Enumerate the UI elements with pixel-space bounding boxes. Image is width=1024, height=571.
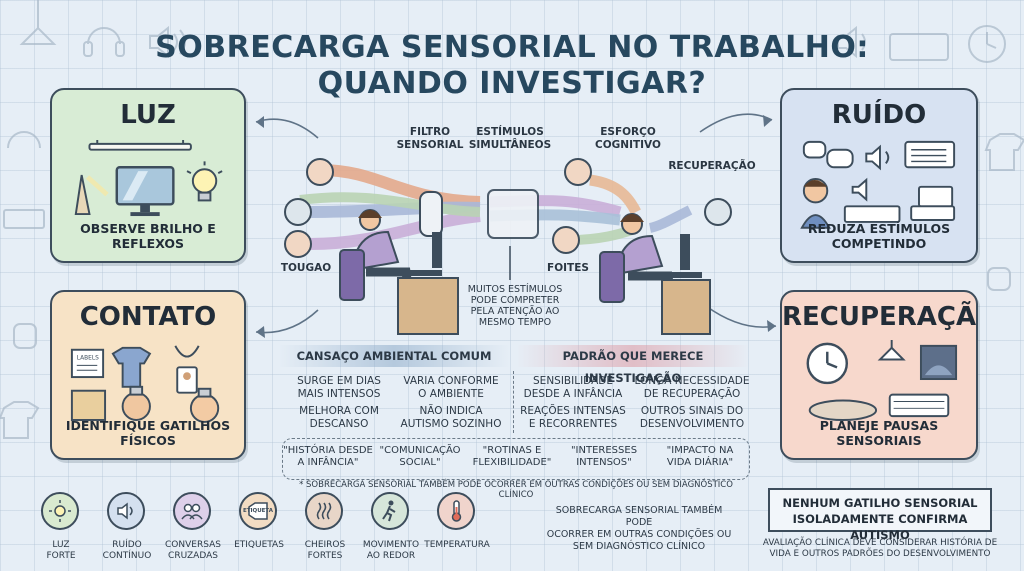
noise-scene-icon bbox=[800, 140, 956, 229]
card-ruido: RUÍDO REDUZA ESTÍMULOS COMPETINDO bbox=[780, 88, 978, 263]
comparison-table: CANSAÇO AMBIENTAL COMUM PADRÃO QUE MEREC… bbox=[278, 345, 750, 473]
label-foites: FOITES bbox=[547, 262, 589, 274]
topic-item: "INTERESSES INTENSOS" bbox=[570, 445, 638, 468]
tag-icon: ETIQUETA bbox=[239, 492, 277, 530]
table-cell: OUTROS SINAIS DO DESENVOLVIMENTO bbox=[639, 405, 745, 430]
people-icon bbox=[173, 492, 211, 530]
card-luz-caption: OBSERVE BRILHO E REFLEXOS bbox=[80, 221, 216, 251]
label-tougao: TOUGAO bbox=[280, 262, 332, 274]
card-ruido-caption: REDUZA ESTÍMULOS COMPETINDO bbox=[807, 221, 951, 251]
table-cell: LONGA NECESSIDADE DE RECUPERAÇÃO bbox=[634, 375, 750, 400]
tag-text: ETIQUETA bbox=[242, 508, 274, 514]
trigger-label: CONVERSAS CRUZADAS bbox=[165, 540, 221, 561]
callout-box: NENHUM GATILHO SENSORIAL ISOLADAMENTE CO… bbox=[768, 488, 992, 542]
card-luz: LUZ OBSERVE BRILHO E REFLEXOS bbox=[50, 88, 246, 263]
label-esforco-cognitivo: ESFORÇO COGNITIVO bbox=[595, 126, 661, 151]
light-scene-icon bbox=[74, 139, 223, 217]
card-recuperacao-title: RECUPERAÇÃO bbox=[782, 302, 978, 332]
table-cell: SENSIBILIDADE DESDE A INFÂNCIA bbox=[523, 375, 623, 400]
callout-note: AVALIAÇÃO CLÍNICA DEVE CONSIDERAR HISTÓR… bbox=[762, 538, 998, 559]
nose-icon-right bbox=[552, 226, 580, 254]
table-cell: NÃO INDICA AUTISMO SOZINHO bbox=[400, 405, 502, 430]
label-filtro-sensorial: FILTRO SENSORIAL bbox=[396, 126, 464, 151]
person-right bbox=[599, 213, 711, 335]
label-recuperacao: RECUPERAÇÃO bbox=[668, 160, 756, 172]
column-header-padrao: PADRÃO QUE MERECE INVESTIGAÇÃO bbox=[516, 345, 750, 385]
sense-icons bbox=[284, 158, 732, 258]
recovery-scene-icon bbox=[806, 340, 958, 421]
footnote: * SOBRECARGA SENSORIAL TAMBÉM PODE OCORR… bbox=[299, 480, 733, 500]
card-contato-caption: IDENTIFIQUE GATILHOS FÍSICOS bbox=[65, 418, 231, 448]
table-cell: MELHORA COM DESCANSO bbox=[299, 405, 379, 430]
table-cell: REAÇÕES INTENSAS E RECORRENTES bbox=[520, 405, 626, 430]
topic-item: "COMUNICAÇÃO SOCIAL" bbox=[379, 445, 461, 468]
sun-icon bbox=[41, 492, 79, 530]
title-line-1: SOBRECARGA SENSORIAL NO TRABALHO: bbox=[155, 30, 869, 65]
walking-icon bbox=[371, 492, 409, 530]
person-left bbox=[339, 209, 459, 335]
trigger-label: MOVIMENTO AO REDOR bbox=[362, 540, 420, 561]
tag-text: LABELS bbox=[77, 356, 99, 362]
trigger-label: CHEIROS FORTES bbox=[304, 540, 346, 561]
topic-item: "IMPACTO NA VIDA DIÁRIA" bbox=[666, 445, 734, 468]
ear-icon bbox=[306, 158, 334, 186]
title-line-2: QUANDO INVESTIGAR? bbox=[317, 66, 707, 101]
eye-icon bbox=[284, 198, 312, 226]
smell-icon bbox=[305, 492, 343, 530]
thermometer-icon bbox=[437, 492, 475, 530]
trigger-label: RUÍDO CONTÍNUO bbox=[102, 540, 152, 561]
wind-icon bbox=[704, 198, 732, 226]
table-cell: SURGE EM DIAS MAIS INTENSOS bbox=[297, 375, 381, 400]
label-estimulos-simultaneos: ESTÍMULOS SIMULTÂNEOS bbox=[468, 126, 552, 151]
contact-scene-icon: LABELS bbox=[70, 345, 220, 423]
page-title: SOBRECARGA SENSORIAL NO TRABALHO: QUANDO… bbox=[150, 30, 874, 102]
table-cell: VARIA CONFORME O AMBIENTE bbox=[403, 375, 499, 400]
speaker-icon bbox=[107, 492, 145, 530]
card-recuperacao-caption: PLANEJE PAUSAS SENSORIAIS bbox=[819, 418, 939, 448]
label-muitos-estimulos: MUITOS ESTÍMULOS PODE COMPRETER PELA ATE… bbox=[467, 284, 563, 328]
column-header-cansaco: CANSAÇO AMBIENTAL COMUM bbox=[278, 345, 510, 367]
trigger-label: LUZ FORTE bbox=[46, 540, 76, 561]
card-ruido-title: RUÍDO bbox=[831, 100, 927, 130]
ear-icon-right bbox=[564, 158, 592, 186]
card-contato-title: CONTATO bbox=[79, 302, 217, 332]
card-luz-title: LUZ bbox=[120, 100, 176, 130]
trigger-label: TEMPERATURA bbox=[424, 540, 490, 550]
trigger-label: ETIQUETAS bbox=[234, 540, 284, 550]
card-recuperacao: RECUPERAÇÃO PLANEJE PAUSAS SENSORIAIS bbox=[780, 290, 978, 460]
nose-icon bbox=[284, 230, 312, 258]
column-divider bbox=[513, 371, 514, 433]
sensory-flow-diagram bbox=[284, 158, 732, 335]
investigation-topics: "HISTÓRIA DESDE A INFÂNCIA" "COMUNICAÇÃO… bbox=[282, 438, 750, 480]
card-contato: CONTATO LABELS IDENTIFIQUE GATILHOS FÍSI… bbox=[50, 290, 246, 460]
topic-item: "HISTÓRIA DESDE A INFÂNCIA" bbox=[283, 445, 373, 468]
topic-item: "ROTINAS E FLEXIBILIDADE" bbox=[472, 445, 552, 468]
mid-note: SOBRECARGA SENSORIAL TAMBÉM PODE OCORRER… bbox=[546, 505, 732, 552]
